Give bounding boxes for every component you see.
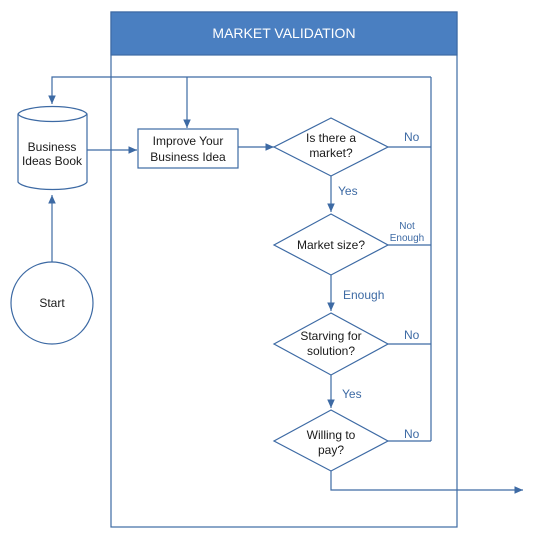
business-ideas-book-node: Business Ideas Book [17, 105, 88, 191]
market-size-line1: Market size? [297, 238, 365, 252]
is-market-line2: market? [309, 146, 353, 160]
label-no-willing: No [404, 427, 420, 441]
willing-line1: Willing to [307, 428, 356, 442]
market-validation-container: MARKET VALIDATION [110, 11, 458, 528]
starving-line1: Starving for [300, 329, 361, 343]
market-size-decision: Market size? [272, 213, 390, 276]
ideas-book-line1: Business [28, 140, 77, 154]
label-not-enough-line2: Enough [390, 233, 424, 244]
edge-feedback-to-ideas-book [48, 76, 431, 104]
starving-line2: solution? [307, 344, 355, 358]
ideas-book-line2: Ideas Book [22, 154, 83, 168]
start-label: Start [39, 296, 65, 310]
edges [48, 76, 523, 494]
label-yes-is-market: Yes [338, 184, 358, 198]
willing-to-pay-decision: Willing to pay? [272, 409, 390, 472]
edge-labels: No Yes Not Enough Enough No Yes No [338, 130, 424, 441]
start-node: Start [10, 261, 94, 345]
label-no-starving: No [404, 328, 420, 342]
label-not-enough-line1: Not [399, 221, 415, 232]
improve-line2: Business Idea [150, 150, 226, 164]
container-title: MARKET VALIDATION [212, 25, 355, 41]
label-yes-starving: Yes [342, 387, 362, 401]
edge-willing-to-exit [330, 466, 523, 494]
improve-line1: Improve Your [153, 134, 224, 148]
is-market-line1: Is there a [306, 131, 356, 145]
container-header [110, 11, 458, 56]
improve-idea-node: Improve Your Business Idea [137, 128, 239, 169]
willing-line2: pay? [318, 443, 344, 457]
label-no-is-market: No [404, 130, 420, 144]
starving-for-solution-decision: Starving for solution? [272, 312, 390, 376]
label-enough: Enough [343, 288, 384, 302]
is-there-a-market-decision: Is there a market? [272, 117, 390, 177]
